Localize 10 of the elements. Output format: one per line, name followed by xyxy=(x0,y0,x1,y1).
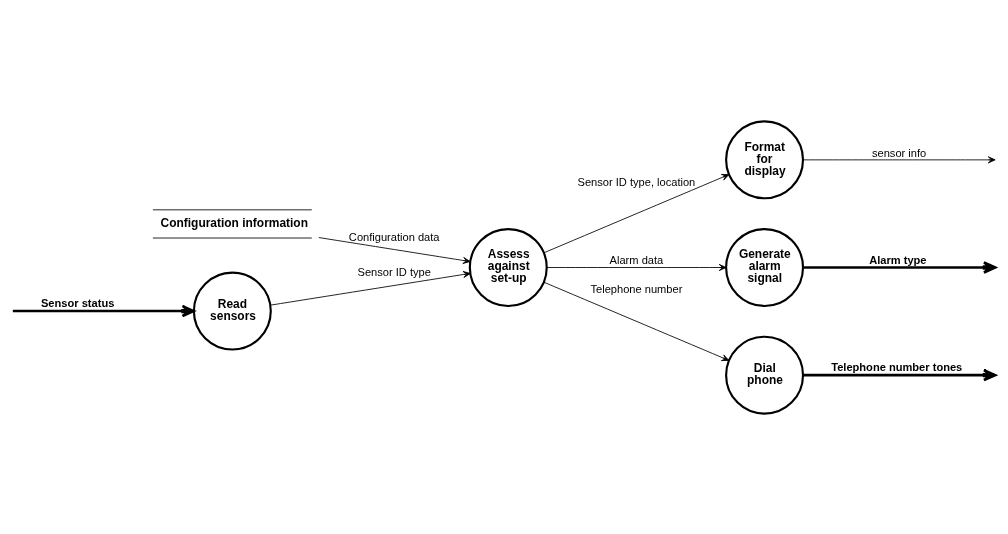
node-text: Configuration information xyxy=(160,215,308,230)
edge-label: Sensor ID type xyxy=(357,265,431,278)
edge-label: Alarm type xyxy=(869,253,927,266)
edge-label: Telephone number xyxy=(590,282,683,295)
edge-label: Telephone number tones xyxy=(831,360,963,373)
edge-label: Sensor status xyxy=(40,296,115,309)
edge-label: Configuration data xyxy=(348,230,440,242)
edge-label: Alarm data xyxy=(609,253,664,266)
edge-label: Sensor ID type, location xyxy=(577,175,696,188)
edge-label: sensor info xyxy=(871,146,927,159)
